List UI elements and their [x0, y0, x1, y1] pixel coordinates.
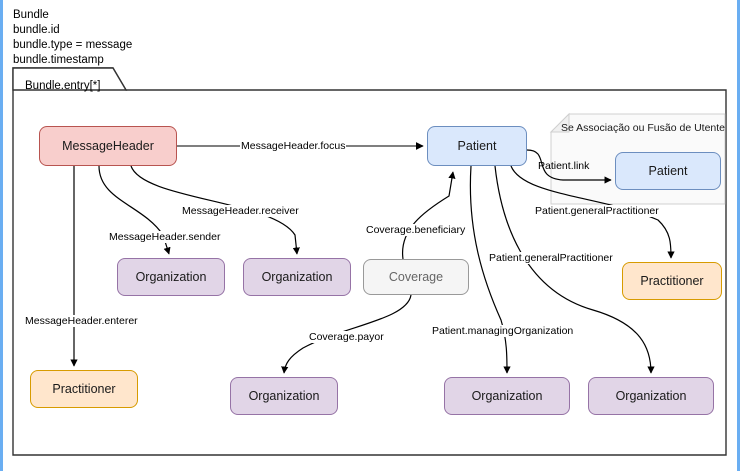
- node-practitioner-enterer[interactable]: Practitioner: [30, 370, 138, 408]
- node-coverage[interactable]: Coverage: [363, 259, 469, 295]
- edge-label-message-header-receiver: MessageHeader.receiver: [181, 205, 300, 217]
- note-label-text: Se Associação ou Fusão de Utente: [561, 122, 726, 134]
- edge-receiver-path: [130, 165, 300, 255]
- node-organization-gp[interactable]: Organization: [588, 377, 714, 415]
- node-practitioner-gp[interactable]: Practitioner: [622, 262, 722, 300]
- edge-label-coverage-payor: Coverage.payor: [308, 331, 385, 343]
- edge-label-patient-general-practitioner-2: Patient.generalPractitioner: [488, 252, 614, 264]
- edge-label-message-header-enterer: MessageHeader.enterer: [24, 315, 139, 327]
- node-patient-main[interactable]: Patient: [427, 126, 527, 166]
- edge-label-patient-link: Patient.link: [538, 160, 590, 172]
- edge-gp-org-path: [494, 165, 655, 374]
- edge-label-coverage-beneficiary: Coverage.beneficiary: [365, 224, 467, 236]
- node-patient-link[interactable]: Patient: [615, 152, 721, 190]
- edge-label-patient-general-practitioner-1: Patient.generalPractitioner: [534, 205, 660, 217]
- node-organization-receiver[interactable]: Organization: [243, 258, 351, 296]
- node-message-header[interactable]: MessageHeader: [39, 126, 177, 166]
- edge-label-patient-managing-organization: Patient.managingOrganization: [431, 325, 575, 337]
- edge-label-message-header-focus: MessageHeader.focus: [240, 140, 347, 152]
- edge-beneficiary-path: [402, 171, 456, 260]
- node-organization-sender[interactable]: Organization: [117, 258, 225, 296]
- edge-label-message-header-sender: MessageHeader.sender: [108, 231, 222, 243]
- frame-label-bundle-entry: Bundle.entry[*]: [25, 80, 101, 92]
- edge-patient-link-path: [526, 149, 612, 184]
- bundle-header-text: Bundle bundle.id bundle.type = message b…: [13, 9, 133, 66]
- node-organization-managing[interactable]: Organization: [444, 377, 570, 415]
- edge-managing-path: [469, 165, 511, 374]
- node-organization-payor[interactable]: Organization: [230, 377, 338, 415]
